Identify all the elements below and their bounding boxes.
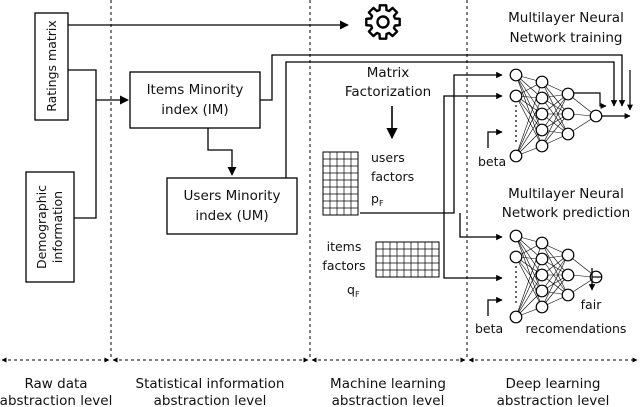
beta-train-arrow xyxy=(487,128,503,148)
col-dl-line2: abstraction level xyxy=(497,393,610,407)
line-im-to-training xyxy=(260,54,626,107)
mf-line1: Matrix xyxy=(367,65,410,81)
items-minority-box xyxy=(129,71,261,129)
ratings-matrix-label: Ratings matrix xyxy=(44,20,59,112)
demographic-box xyxy=(25,171,75,283)
col-raw-line2: abstraction level xyxy=(0,393,112,407)
gear-icon xyxy=(365,4,401,40)
prediction-network xyxy=(509,229,603,324)
output-line1: fair xyxy=(581,297,603,312)
items-factors-symbol: qF xyxy=(347,282,360,299)
col-stat-line1: Statistical information xyxy=(136,376,285,392)
users-minority-line2: index (UM) xyxy=(195,208,268,224)
training-title-line1: Multilayer Neural xyxy=(508,10,624,26)
mf-line2: Factorization xyxy=(345,84,431,100)
col-stat-line2: abstraction level xyxy=(154,393,267,407)
line-items-to-training xyxy=(443,92,503,260)
items-factors-line1: items xyxy=(327,239,362,254)
items-factors-grid xyxy=(375,241,440,278)
items-minority-line1: Items Minority xyxy=(147,82,244,98)
column-labels: Raw data abstraction level Statistical i… xyxy=(0,376,609,407)
demographic-label-line2: information xyxy=(50,191,65,263)
users-minority-line1: Users Minority xyxy=(184,188,281,204)
users-factors-grid xyxy=(322,151,359,216)
users-minority-box xyxy=(166,177,298,235)
items-factors-line2: factors xyxy=(322,258,365,273)
prediction-title-line1: Multilayer Neural xyxy=(508,186,624,202)
col-ml-line1: Machine learning xyxy=(330,376,446,392)
factor-feed-lines xyxy=(360,71,503,282)
raw-connectors xyxy=(68,20,349,219)
prediction-title-line2: Network prediction xyxy=(502,205,630,221)
line-raw-bracket xyxy=(68,69,97,219)
arrow-im-to-um xyxy=(207,128,237,176)
line-items-to-prediction xyxy=(443,260,503,282)
col-ml-line2: abstraction level xyxy=(332,393,445,407)
output-line2: recomendations xyxy=(526,321,627,336)
column-separators xyxy=(110,0,468,360)
users-factors-line2: factors xyxy=(371,169,414,184)
col-raw-line1: Raw data xyxy=(24,376,87,392)
beta-pred-label: beta xyxy=(475,321,503,336)
line-um-to-training xyxy=(285,61,618,178)
col-dl-line1: Deep learning xyxy=(506,376,601,392)
line-users-to-training xyxy=(360,71,503,214)
users-factors-line1: users xyxy=(371,150,405,165)
line-users-to-prediction xyxy=(459,213,503,241)
training-feed-lines xyxy=(260,54,626,178)
beta-train-label: beta xyxy=(478,154,506,169)
training-network xyxy=(509,68,633,163)
demographic-label-line1: Demographic xyxy=(34,185,49,269)
items-minority-line2: index (IM) xyxy=(161,102,228,118)
users-factors-symbol: pF xyxy=(371,191,384,208)
training-title-line2: Network training xyxy=(510,30,623,46)
ratings-matrix-box xyxy=(34,12,69,121)
beta-pred-arrow xyxy=(487,296,503,316)
